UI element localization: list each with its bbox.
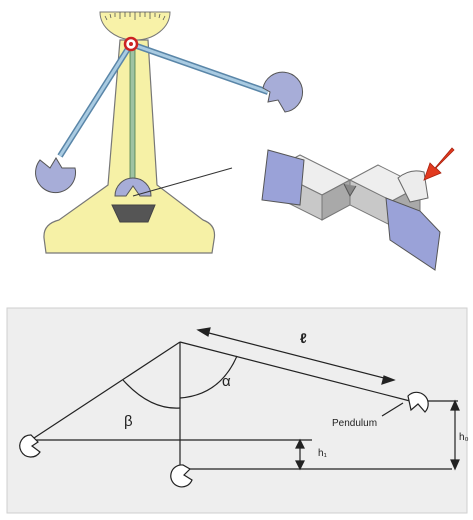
hammer-right [262,71,304,113]
specimen-support [111,204,156,223]
hammer-rest [114,177,152,197]
striker-wedge [397,170,429,203]
pendulum-geometry-diagram: ℓ α β Pendulum h₀ h₁ [6,307,469,514]
pendulum-label: Pendulum [332,418,377,429]
h0-dimension [450,399,460,471]
scale-ticks [104,12,166,21]
beta-arc [122,379,181,409]
impact-arrow [423,147,455,181]
alpha-label: α [222,373,231,390]
pivot-center [129,42,133,46]
length-arrow [196,327,396,385]
pendulum-machine-illustration [35,11,455,271]
beta-label: β [124,413,133,430]
right-swing-line [179,341,411,402]
bob-left-icon [19,434,41,458]
notched-specimen [261,149,441,271]
h1-dimension [295,438,305,471]
pendulum-rod-right-highlight [130,42,269,94]
machine-stand [43,39,216,254]
alpha-arc [179,355,238,399]
left-swing-line [33,341,181,439]
hammer-left [35,157,77,194]
pendulum-leader [381,402,404,417]
h1-label: h₁ [318,448,328,459]
callout-line [132,167,233,197]
pendulum-rod-rest [129,43,136,185]
length-label: ℓ [300,330,307,346]
h0-label: h₀ [459,432,469,443]
bob-right-icon [407,391,429,413]
bob-bottom-icon [170,464,193,488]
pendulum-rod-left-highlight [58,43,133,157]
